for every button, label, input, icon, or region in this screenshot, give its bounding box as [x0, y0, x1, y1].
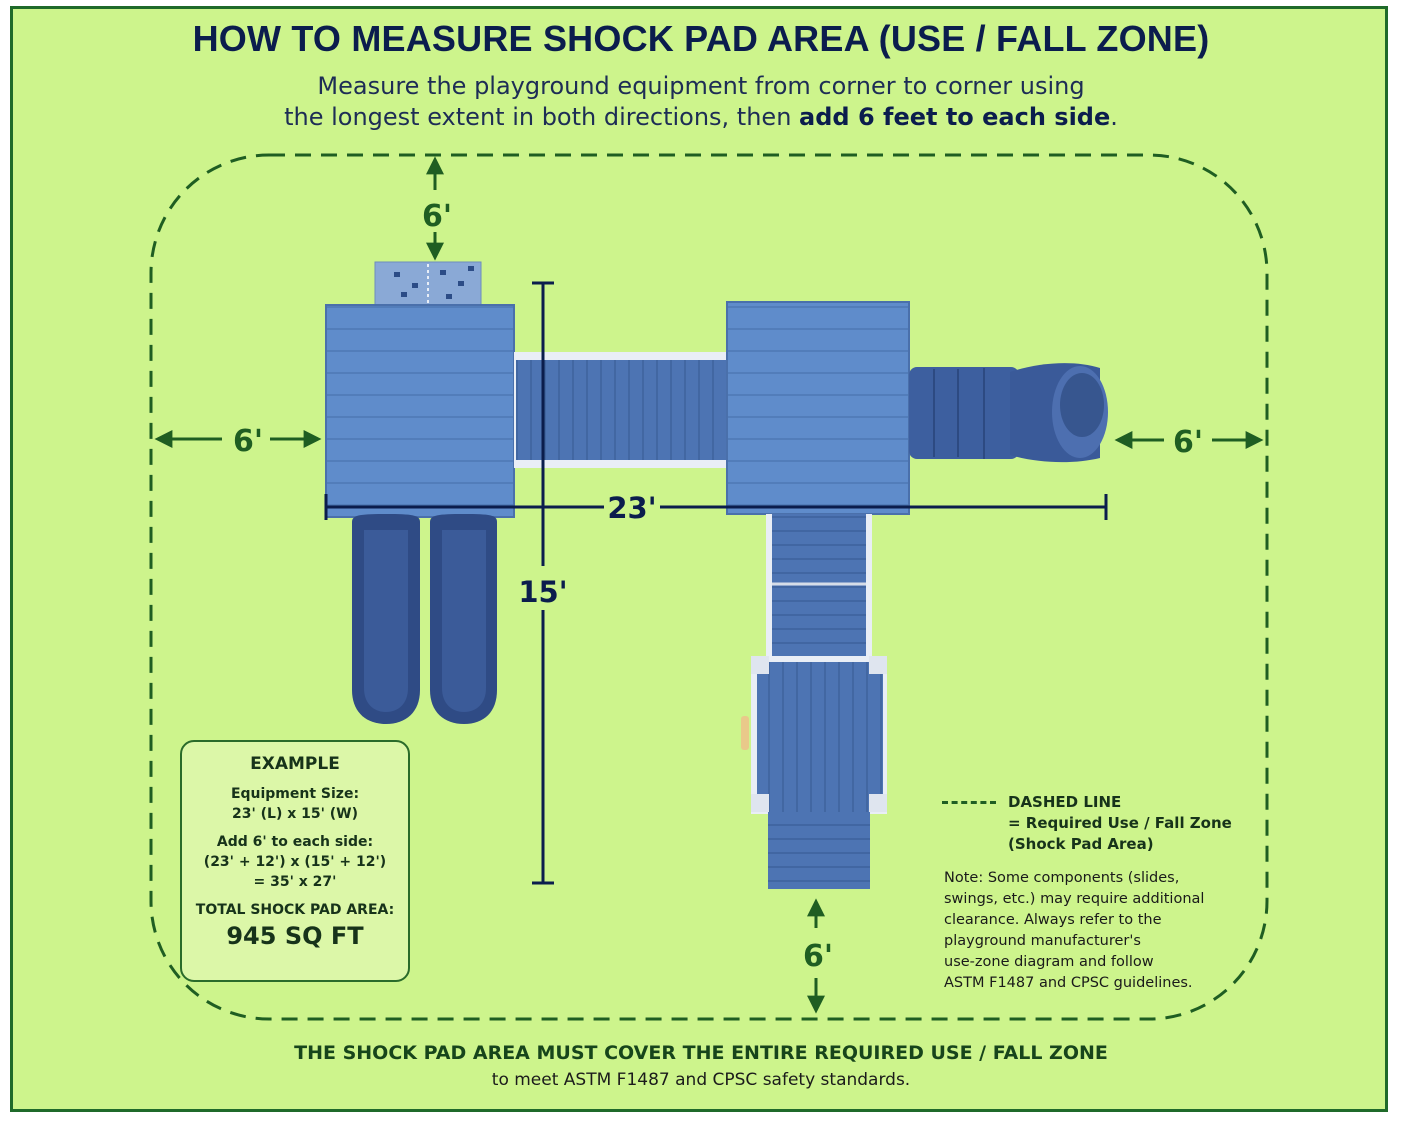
- subtitle-line-1: Measure the playground equipment from co…: [317, 72, 1085, 100]
- total-area-label: TOTAL SHOCK PAD AREA:: [195, 902, 395, 918]
- length-label: 23': [607, 491, 656, 525]
- lower-platform: [741, 656, 887, 814]
- access-ramp: [766, 514, 872, 662]
- subtitle-emphasis: add 6 feet to each side: [799, 103, 1111, 131]
- left-clearance-label: 6': [233, 424, 263, 459]
- footer-headline: THE SHOCK PAD AREA MUST COVER THE ENTIRE…: [294, 1042, 1108, 1064]
- subtitle-line-2-suffix: .: [1110, 103, 1118, 131]
- legend-dashed-line: [942, 801, 996, 804]
- note-line-5: use-zone diagram and follow: [944, 954, 1154, 970]
- width-label: 15': [518, 575, 567, 609]
- example-title: EXAMPLE: [250, 754, 340, 774]
- length-dimension: [324, 494, 1108, 520]
- note-line-2: swings, etc.) may require additional: [944, 891, 1205, 907]
- equipment-size-value: 23' (L) x 15' (W): [231, 806, 359, 822]
- width-dimension: [532, 281, 554, 885]
- subtitle-line-2-prefix: the longest extent in both directions, t…: [284, 103, 800, 131]
- climbing-wall: [374, 261, 482, 311]
- legend-line-2: = Required Use / Fall Zone: [1008, 814, 1232, 832]
- note-line-1: Note: Some components (slides,: [944, 870, 1180, 886]
- right-tower-deck: [726, 301, 910, 515]
- legend-text: DASHED LINE = Required Use / Fall Zone (…: [1008, 792, 1238, 855]
- subtitle-line-2: the longest extent in both directions, t…: [0, 103, 1402, 131]
- clearance-note: Note: Some components (slides, swings, e…: [944, 868, 1214, 994]
- bottom-steps: [768, 812, 870, 889]
- bridge: [514, 352, 728, 468]
- top-clearance-label: 6': [422, 199, 452, 234]
- left-tower-deck: [325, 304, 515, 518]
- add-clearance-label: Add 6' to each side:: [216, 834, 374, 850]
- wave-slides: [352, 514, 497, 724]
- add-clearance-result: = 35' x 27': [253, 874, 337, 890]
- legend-line-1: DASHED LINE: [1008, 793, 1122, 811]
- example-box: EXAMPLE Equipment Size: 23' (L) x 15' (W…: [180, 740, 410, 982]
- page-title: HOW TO MEASURE SHOCK PAD AREA (USE / FAL…: [192, 18, 1210, 59]
- right-clearance-label: 6': [1173, 425, 1203, 460]
- fall-zone-outline: [149, 153, 1269, 1021]
- add-clearance-formula: (23' + 12') x (15' + 12'): [203, 854, 387, 870]
- legend-line-3: (Shock Pad Area): [1008, 835, 1154, 853]
- bottom-clearance-label: 6': [803, 939, 833, 974]
- note-line-3: clearance. Always refer to the: [944, 912, 1162, 928]
- tube-slide: [909, 363, 1108, 463]
- note-line-6: ASTM F1487 and CPSC guidelines.: [944, 975, 1193, 991]
- note-line-4: playground manufacturer's: [944, 933, 1141, 949]
- footer-subline: to meet ASTM F1487 and CPSC safety stand…: [491, 1070, 911, 1090]
- total-area-value: 945 SQ FT: [226, 922, 364, 950]
- equipment-size-label: Equipment Size:: [230, 786, 360, 802]
